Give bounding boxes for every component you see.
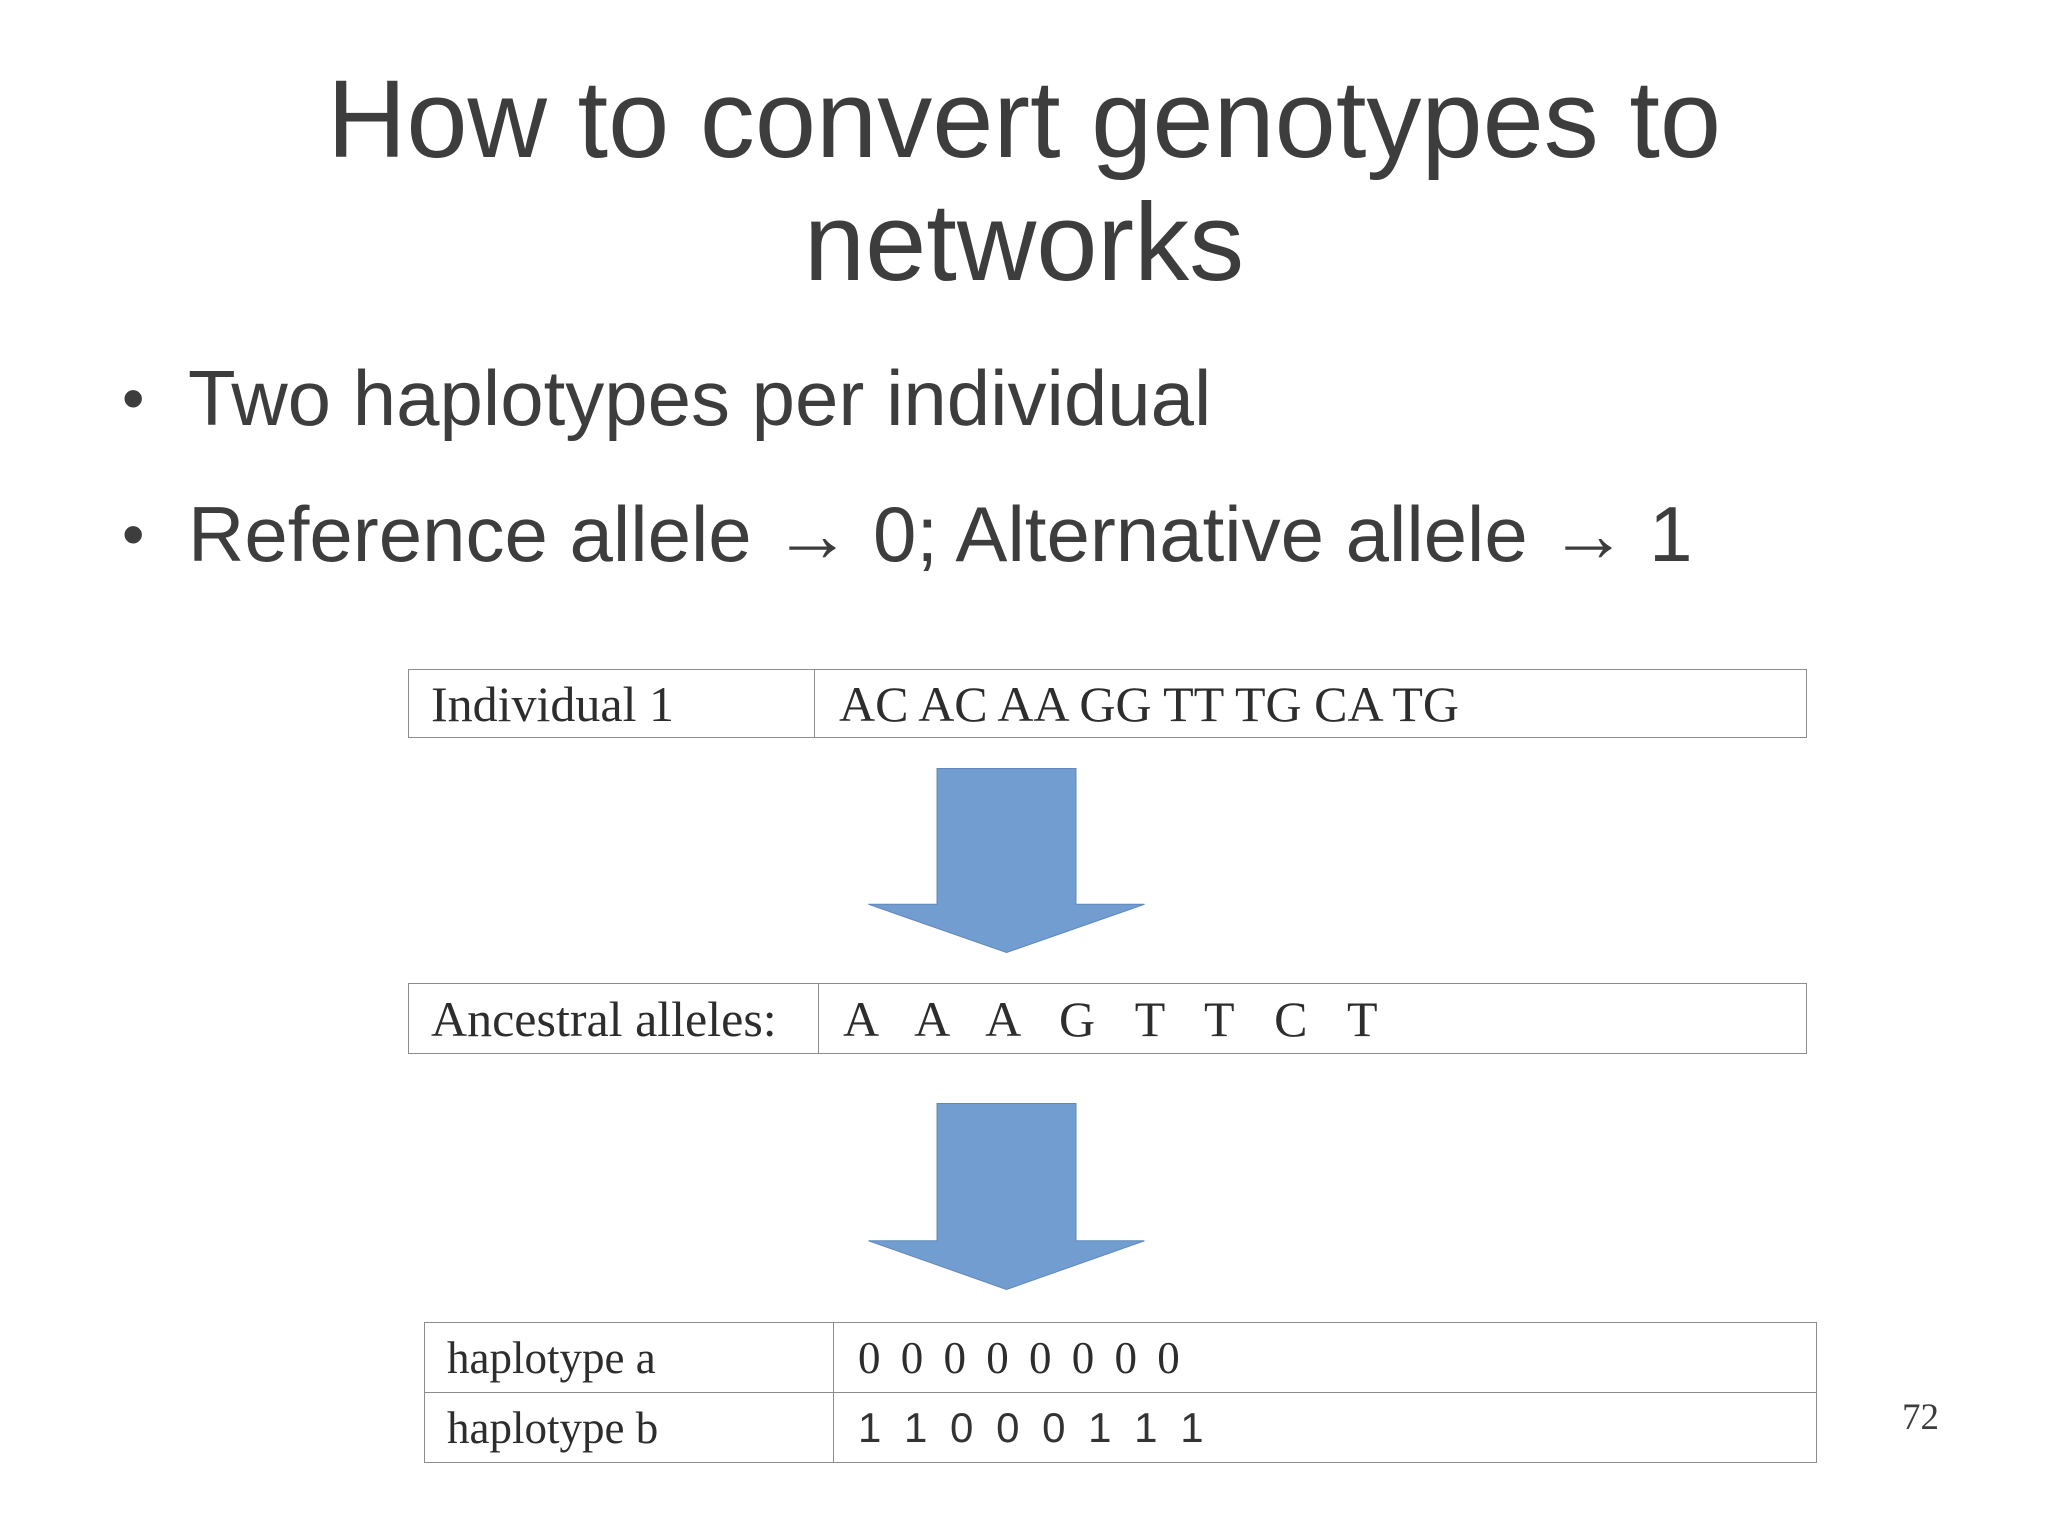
down-arrow-1 bbox=[868, 768, 1145, 953]
haplotype-b-label-cell: haplotype b bbox=[425, 1393, 834, 1463]
haplotype-a-label-cell: haplotype a bbox=[425, 1323, 834, 1392]
individual-genotype-table: Individual 1 AC AC AA GG TT TG CA TG bbox=[408, 669, 1807, 738]
table-row: Ancestral alleles: A A A G T T C T bbox=[409, 984, 1806, 1053]
slide-title-line-2: networks bbox=[803, 181, 1245, 305]
page-number: 72 bbox=[1902, 1397, 1939, 1438]
down-arrow-2 bbox=[868, 1103, 1145, 1290]
individual-label-cell: Individual 1 bbox=[409, 670, 815, 737]
bullet-list: • Two haplotypes per individual • Refere… bbox=[122, 354, 1922, 579]
bullet-item-alleles: • Reference allele → 0; Alternative alle… bbox=[122, 490, 1922, 580]
individual-genotype-cell: AC AC AA GG TT TG CA TG bbox=[839, 675, 1460, 732]
table-row: Individual 1 AC AC AA GG TT TG CA TG bbox=[409, 670, 1806, 737]
down-arrow-icon bbox=[868, 768, 1145, 953]
haplotype-b-value-cell: 1 1 0 0 0 1 1 1 bbox=[858, 1404, 1205, 1451]
down-arrow-icon bbox=[868, 1103, 1145, 1290]
bullet-icon: • bbox=[122, 497, 145, 570]
down-arrow-shape bbox=[868, 1103, 1145, 1290]
down-arrow-shape bbox=[868, 768, 1145, 953]
haplotype-table: haplotype a 0 0 0 0 0 0 0 0 haplotype b … bbox=[424, 1322, 1817, 1463]
slide-title-line-1: How to convert genotypes to bbox=[326, 58, 1722, 181]
table-row-haplotype-a: haplotype a 0 0 0 0 0 0 0 0 bbox=[425, 1323, 1816, 1392]
table-row-haplotype-b: haplotype b 1 1 0 0 0 1 1 1 bbox=[425, 1392, 1816, 1463]
ancestral-alleles-table: Ancestral alleles: A A A G T T C T bbox=[408, 983, 1807, 1054]
bullet-text: Two haplotypes per individual bbox=[188, 354, 1212, 442]
slide-title: How to convert genotypes to networks bbox=[0, 58, 2048, 304]
ancestral-label-cell: Ancestral alleles: bbox=[409, 984, 819, 1053]
bullet-item-haplotypes: • Two haplotypes per individual bbox=[122, 354, 1922, 444]
bullet-icon: • bbox=[122, 362, 145, 434]
ancestral-alleles-cell: A A A G T T C T bbox=[843, 990, 1378, 1047]
bullet-text: Reference allele → 0; Alternative allele… bbox=[188, 489, 1693, 578]
haplotype-a-value-cell: 0 0 0 0 0 0 0 0 bbox=[858, 1332, 1181, 1383]
